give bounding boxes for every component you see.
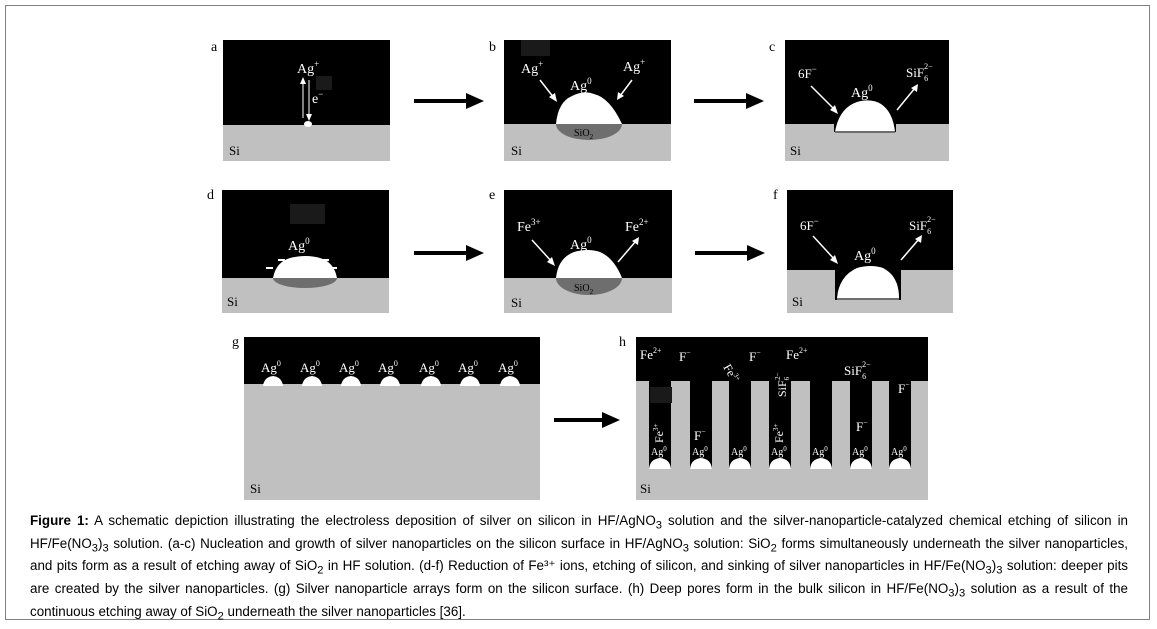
fe3-top-label: Fe3+ bbox=[720, 362, 742, 386]
panel-letter-f: f bbox=[773, 188, 778, 203]
panel-letter-g: g bbox=[232, 335, 239, 350]
pore bbox=[889, 377, 911, 469]
pore bbox=[729, 377, 751, 469]
si-label: Si bbox=[227, 294, 238, 309]
arrow-g-h bbox=[554, 412, 620, 428]
silver-nanoparticle bbox=[850, 458, 872, 469]
panel-letter-a: a bbox=[211, 40, 218, 55]
ag-plus-label: Ag+ bbox=[297, 59, 319, 77]
fe2-b-label: Fe2+ bbox=[786, 346, 808, 362]
silver-nanoparticle bbox=[341, 376, 361, 386]
silver-nanoparticle bbox=[690, 458, 712, 469]
ag0-label: Ag0 bbox=[339, 359, 359, 375]
silver-nanoparticle bbox=[302, 376, 322, 386]
silver-nanoparticle bbox=[263, 376, 283, 386]
ag0-label: Ag0 bbox=[261, 359, 281, 375]
panel-b: Ag+ Ag+ Ag0 SiO2 Si bbox=[504, 40, 671, 161]
sio2-label: SiO2 bbox=[574, 128, 594, 141]
silver-nanoparticle bbox=[460, 376, 480, 386]
panel-e: Fe3+ Fe2+ Ag0 SiO2 Si bbox=[504, 190, 672, 313]
silver-nanoparticle bbox=[649, 458, 671, 469]
silver-nanoparticle bbox=[769, 458, 791, 469]
fe2-label: Fe2+ bbox=[625, 217, 649, 235]
silver-nanoparticle bbox=[889, 458, 911, 469]
fe3-v1-label: Fe3+ bbox=[652, 424, 666, 444]
f-left-label: 6F− bbox=[798, 64, 817, 81]
sif-label: SiF62− bbox=[909, 215, 936, 236]
arrow-d-e bbox=[414, 245, 484, 261]
silver-nanoparticle bbox=[421, 376, 441, 386]
panel-f: 6F− Ag0 SiF62− Si bbox=[787, 190, 953, 313]
f-c-label: F− bbox=[898, 380, 910, 396]
panel-letter-b: b bbox=[489, 40, 496, 55]
ag0-label: Ag0 bbox=[651, 445, 667, 458]
ag0-label: Ag0 bbox=[570, 235, 592, 253]
si-label: Si bbox=[792, 294, 803, 309]
si-label: Si bbox=[640, 481, 651, 496]
si-label: Si bbox=[511, 295, 522, 310]
pore bbox=[769, 377, 791, 469]
fe3-v2-label: Fe3+ bbox=[772, 424, 786, 444]
panel-g: Ag0 Ag0 Ag0 Ag0 Ag0 Ag0 Ag0 Si bbox=[244, 337, 540, 500]
si-label: Si bbox=[511, 143, 522, 158]
panel-letter-d: d bbox=[207, 188, 214, 203]
pore bbox=[850, 377, 872, 469]
silver-nanoparticle bbox=[810, 458, 832, 469]
f-e-label: F− bbox=[856, 418, 868, 434]
ag-plus-right-label: Ag+ bbox=[623, 57, 645, 75]
panel-a: Ag+ e− Si bbox=[223, 40, 390, 161]
ag0-label: Ag0 bbox=[692, 445, 708, 458]
f-b-label: F− bbox=[749, 348, 761, 364]
sif-top-label: SiF62− bbox=[844, 360, 871, 381]
ag0-label: Ag0 bbox=[854, 246, 876, 264]
f-left-label: 6F− bbox=[800, 216, 819, 233]
arrow-b-c bbox=[694, 93, 764, 109]
panel-h: Ag0 Ag0 Ag0 Ag0 Ag0 Ag0 Ag0 Fe2+ F− Fe3+ F− Fe… bbox=[636, 337, 928, 500]
f-d-label: F− bbox=[694, 427, 706, 443]
sif-v-label: SiF62− bbox=[774, 372, 791, 397]
ag0-label: Ag0 bbox=[812, 445, 828, 458]
pore bbox=[690, 377, 712, 469]
fe2-a-label: Fe2+ bbox=[640, 346, 662, 362]
f-a-label: F− bbox=[679, 348, 691, 364]
panel-letter-h: h bbox=[619, 335, 626, 350]
arrow-a-b bbox=[414, 93, 484, 109]
ag0-label: Ag0 bbox=[498, 359, 518, 375]
ag0-label: Ag0 bbox=[731, 445, 747, 458]
ag0-label: Ag0 bbox=[570, 76, 592, 94]
fe3-label: Fe3+ bbox=[517, 217, 541, 235]
sif-label: SiF62− bbox=[906, 62, 933, 83]
figure-caption: Figure 1: A schematic depiction illustra… bbox=[30, 513, 1129, 623]
pore bbox=[810, 377, 832, 469]
sio2-label: SiO2 bbox=[574, 283, 594, 296]
ag-plus-left-label: Ag+ bbox=[521, 59, 543, 77]
si-label: Si bbox=[250, 481, 261, 496]
ag0-label: Ag0 bbox=[288, 236, 310, 254]
ag0-label: Ag0 bbox=[891, 445, 907, 458]
ag0-label: Ag0 bbox=[300, 359, 320, 375]
silver-nanoparticle bbox=[380, 376, 400, 386]
si-label: Si bbox=[229, 143, 240, 158]
panel-d: Ag0 Si bbox=[222, 190, 389, 313]
silver-nanoparticle bbox=[729, 458, 751, 469]
panel-letter-e: e bbox=[489, 188, 496, 203]
ag0-label: Ag0 bbox=[378, 359, 398, 375]
si-label: Si bbox=[790, 143, 801, 158]
panel-letter-c: c bbox=[769, 40, 776, 55]
ag0-label: Ag0 bbox=[851, 83, 873, 101]
ag0-label: Ag0 bbox=[419, 359, 439, 375]
arrow-e-f bbox=[695, 245, 765, 261]
electron-label: e− bbox=[312, 89, 323, 107]
caption-label: Figure 1: bbox=[30, 513, 89, 528]
ag0-label: Ag0 bbox=[458, 359, 478, 375]
silver-nanoparticle bbox=[500, 376, 520, 386]
ag0-label: Ag0 bbox=[771, 445, 787, 458]
panel-c: 6F− Ag0 SiF62− Si bbox=[785, 40, 949, 161]
ag0-label: Ag0 bbox=[852, 445, 868, 458]
